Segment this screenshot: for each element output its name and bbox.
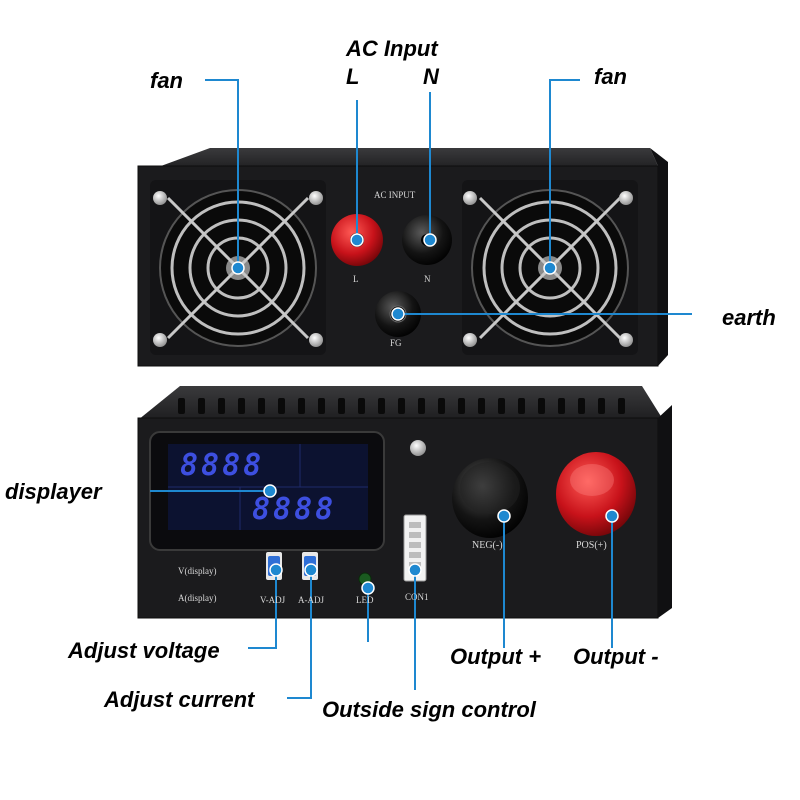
- pos-output-terminal: [556, 452, 636, 536]
- panel-pos-text: POS(+): [576, 540, 607, 551]
- leader-dots: [231, 233, 619, 595]
- leader-lines: [150, 79, 692, 699]
- panel-led-text: LED: [356, 595, 374, 605]
- display-current-digits: 8888: [252, 492, 337, 527]
- callout-n: N: [423, 64, 439, 89]
- callout-l: L: [346, 64, 360, 89]
- rear-panel-unit: [137, 148, 668, 367]
- panel-n-text: N: [424, 274, 431, 284]
- neg-output-terminal: [452, 458, 528, 538]
- panel-a-display-text: A(display): [178, 593, 217, 603]
- callout-ac-input: AC Input: [346, 36, 438, 61]
- panel-neg-text: NEG(-): [472, 540, 503, 551]
- panel-v-adj-text: V-ADJ: [260, 595, 286, 605]
- panel-a-adj-text: A-ADJ: [298, 595, 324, 605]
- callout-output-plus: Output +: [450, 644, 542, 669]
- callout-adjust-voltage: Adjust voltage: [68, 638, 220, 663]
- panel-ac-input-text: AC INPUT: [374, 190, 416, 200]
- panel-con1-text: CON1: [405, 592, 429, 602]
- panel-fg-text: FG: [390, 338, 402, 348]
- callout-output-minus: Output -: [573, 644, 659, 669]
- front-panel-unit: [137, 386, 672, 619]
- callout-outside-sign-control: Outside sign control: [322, 697, 536, 722]
- callout-fan-right: fan: [594, 64, 627, 89]
- callout-adjust-current: Adjust current: [104, 687, 255, 712]
- panel-v-display-text: V(display): [178, 566, 217, 576]
- panel-l-text: L: [353, 274, 359, 284]
- callout-earth: earth: [722, 305, 776, 330]
- callout-displayer: displayer: [5, 479, 102, 504]
- callout-fan-left: fan: [150, 68, 183, 93]
- display-voltage-digits: 8888: [180, 448, 265, 483]
